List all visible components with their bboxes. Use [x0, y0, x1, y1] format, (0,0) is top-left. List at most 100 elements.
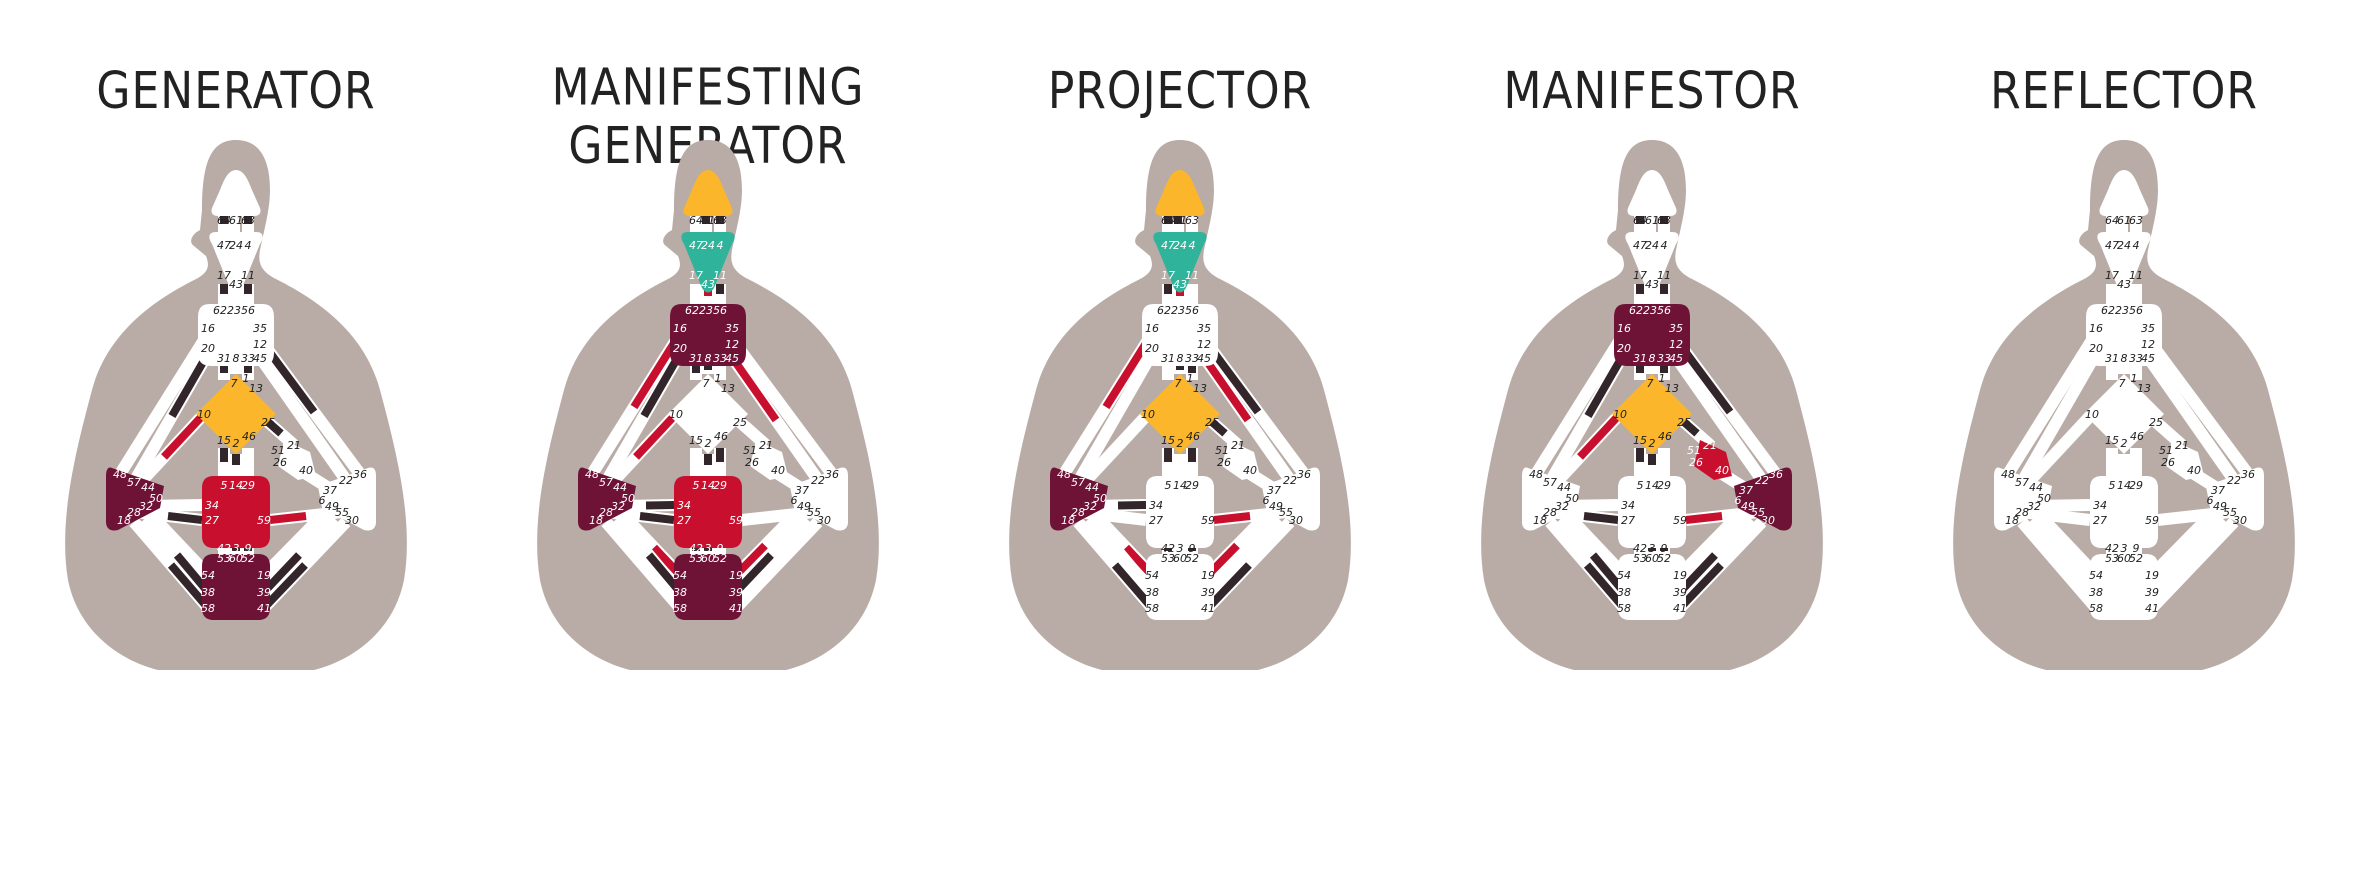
- gate-label: 48: [2001, 468, 2015, 481]
- gate-label: 29: [713, 479, 727, 492]
- gate-label: 3: [233, 542, 240, 555]
- gate-label: 61: [1173, 214, 1187, 227]
- gate-label: 10: [669, 408, 683, 421]
- gate-label: 51: [2159, 444, 2173, 457]
- gate-label: 30: [817, 514, 831, 527]
- gate-label: 42: [2105, 542, 2119, 555]
- gate-label: 56: [241, 304, 255, 317]
- center-sacral: [674, 476, 742, 548]
- center-solar: [1734, 467, 1792, 531]
- channel-activation: [1680, 347, 1734, 415]
- gate-label: 47: [1633, 239, 1647, 252]
- gate-label: 24: [2117, 239, 2131, 252]
- center-ajna: [681, 232, 735, 293]
- gate-label: 3: [1177, 542, 1184, 555]
- gate-label: 41: [2145, 602, 2159, 615]
- gate-label: 37: [1739, 484, 1753, 497]
- gate-label: 48: [1529, 468, 1543, 481]
- channel-activation: [1102, 337, 1152, 410]
- gate-label: 27: [2093, 514, 2107, 527]
- gate-label: 58: [2089, 602, 2103, 615]
- gate-label: 43: [701, 278, 715, 291]
- gate-label: 58: [1145, 602, 1159, 615]
- gate-label: 27: [205, 514, 219, 527]
- gate-label: 13: [2137, 382, 2151, 395]
- channel: [1673, 356, 1767, 484]
- gate-label: 8: [233, 352, 240, 365]
- gate-label: 19: [1201, 569, 1215, 582]
- gate-label: 22: [339, 474, 353, 487]
- channel: [1085, 514, 1157, 596]
- gate-label: 57: [1543, 476, 1557, 489]
- channel-activation: [1209, 419, 1228, 437]
- gate-label: 49: [1741, 500, 1755, 513]
- channel: [735, 346, 837, 478]
- gate-label: 8: [1649, 352, 1656, 365]
- gate-label: 23: [227, 304, 241, 317]
- type-title: REFLECTOR: [1990, 62, 2258, 121]
- gate-label: 34: [1149, 499, 1163, 512]
- gate-label: 12: [725, 338, 739, 351]
- gate-label: 46: [242, 430, 256, 443]
- channel-activation: [1202, 357, 1252, 423]
- channel: [2002, 336, 2098, 478]
- center-g: [1140, 374, 1220, 454]
- center-spleen: [1050, 467, 1108, 531]
- center-throat: [670, 304, 746, 366]
- gate-label: 31: [217, 352, 231, 365]
- gate-label: 26: [2161, 456, 2175, 469]
- gate-label: 21: [287, 439, 301, 452]
- gate-label: 59: [2145, 514, 2159, 527]
- gate-label: 32: [2027, 500, 2041, 513]
- center-sacral: [1146, 476, 1214, 548]
- gate-label: 60: [2117, 552, 2131, 565]
- gate-label: 56: [2129, 304, 2143, 317]
- gate-label: 26: [1217, 456, 1231, 469]
- channel-activation: [261, 562, 308, 611]
- center-sacral: [2090, 476, 2158, 548]
- gate-label: 24: [229, 239, 243, 252]
- gate-label: 55: [335, 506, 349, 519]
- center-sacral: [202, 476, 270, 548]
- channel: [2145, 356, 2239, 484]
- channel-activation: [167, 512, 203, 524]
- gate-label: 53: [217, 552, 231, 565]
- gate-label: 4: [1661, 239, 1668, 252]
- gate-label: 33: [1657, 352, 1671, 365]
- gate-label: 31: [689, 352, 703, 365]
- gate-label: 62: [2101, 304, 2115, 317]
- center-heart: [278, 440, 316, 480]
- gate-label: 2: [705, 437, 712, 450]
- gate-label: 61: [229, 214, 243, 227]
- gate-label: 2: [2121, 437, 2128, 450]
- gate-label: 62: [1629, 304, 1643, 317]
- gate-label: 25: [261, 416, 275, 429]
- channel-activation: [161, 411, 207, 460]
- center-ajna: [1625, 232, 1679, 293]
- gate-label: 11: [241, 269, 255, 282]
- center-root: [202, 554, 270, 620]
- center-solar: [2206, 467, 2264, 531]
- gate-label: 6: [1263, 494, 1270, 507]
- gate-label: 46: [1186, 430, 1200, 443]
- gate-label: 19: [729, 569, 743, 582]
- gate-label: 15: [1633, 434, 1647, 447]
- gate-label: 18: [1061, 514, 1075, 527]
- gate-label: 13: [721, 382, 735, 395]
- gate-label: 8: [2121, 352, 2128, 365]
- center-ajna: [1153, 232, 1207, 293]
- gate-label: 35: [1197, 322, 1211, 335]
- gate-label: 39: [1201, 586, 1215, 599]
- gate-label: 22: [811, 474, 825, 487]
- gate-label: 20: [201, 342, 215, 355]
- gate-label: 63: [1185, 214, 1199, 227]
- gate-label: 45: [1669, 352, 1683, 365]
- gate-label: 36: [1769, 468, 1783, 481]
- gate-label: 33: [1185, 352, 1199, 365]
- gate-label: 30: [1761, 514, 1775, 527]
- gate-label: 2: [1177, 437, 1184, 450]
- channel-activation: [1111, 562, 1156, 611]
